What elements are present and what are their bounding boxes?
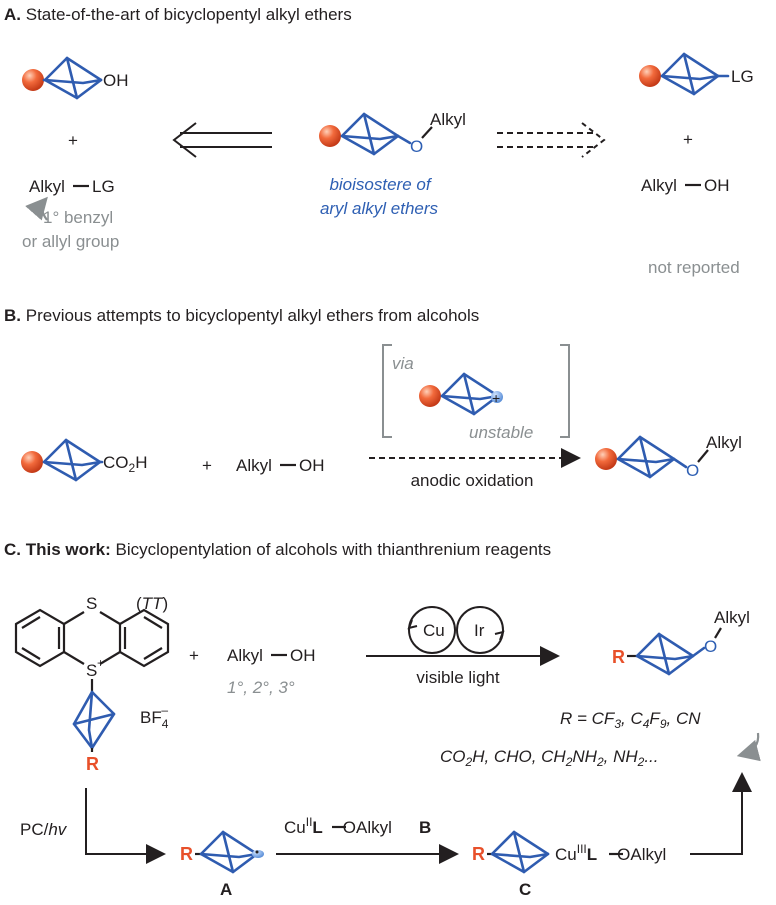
bcp-alcohol-structure: OH bbox=[22, 56, 129, 100]
not-reported-note: not reported bbox=[648, 258, 740, 277]
curved-arrow-icon bbox=[25, 196, 48, 221]
hydroxyl-label: OH bbox=[103, 71, 129, 90]
alkyl-label: Alkyl bbox=[236, 456, 272, 475]
bcp-radical-a: R A bbox=[180, 830, 264, 899]
alcohol-class-note: 1°, 2°, 3° bbox=[227, 678, 295, 697]
pc-hv-arrow-icon bbox=[85, 788, 166, 864]
cation-orbital-icon bbox=[491, 391, 503, 403]
r-group-label: R bbox=[612, 647, 625, 667]
alkyl-label: Alkyl bbox=[714, 608, 750, 627]
carboxylic-acid-label: CO2H bbox=[103, 453, 147, 475]
positive-charge-label: + bbox=[97, 656, 104, 670]
leaving-group-label: LG bbox=[92, 177, 115, 196]
alkyl-label: Alkyl bbox=[29, 177, 65, 196]
derivatives-list: CO2H, CHO, CH2NH2, NH2... bbox=[440, 747, 658, 769]
cation-intermediate: via + unstable bbox=[382, 344, 570, 442]
hydroxyl-label: OH bbox=[704, 176, 730, 195]
substituent-ball-icon bbox=[595, 448, 617, 470]
r-group-label: R bbox=[86, 754, 99, 774]
unstable-label: unstable bbox=[469, 423, 533, 442]
target-ether-structure: O Alkyl bbox=[319, 110, 466, 156]
alkyl-label: Alkyl bbox=[430, 110, 466, 129]
section-a: A. State-of-the-art of bicyclopentyl alk… bbox=[4, 5, 754, 277]
alkyl-oh-reagent: Alkyl OH bbox=[641, 176, 730, 195]
sulfur-label: S bbox=[86, 594, 97, 613]
dashed-arrow-icon bbox=[497, 122, 606, 158]
r-group-label: R bbox=[472, 844, 485, 864]
r-group-definition: R = CF3, C4F9, CN bbox=[560, 709, 701, 731]
alcohol-reagent: Alkyl OH bbox=[227, 646, 316, 665]
section-a-heading: A. State-of-the-art of bicyclopentyl alk… bbox=[4, 5, 352, 24]
alkyl-lg-reagent: Alkyl LG bbox=[29, 177, 115, 196]
visible-light-label: visible light bbox=[416, 668, 499, 687]
retro-arrow-icon bbox=[172, 122, 272, 158]
radical-dot-icon bbox=[255, 850, 259, 854]
anodic-oxidation-label: anodic oxidation bbox=[411, 471, 534, 490]
note-allyl: or allyl group bbox=[22, 232, 119, 251]
reductive-elimination-arrow-icon bbox=[690, 772, 752, 855]
hydroxyl-label: OH bbox=[299, 456, 325, 475]
bcp-lg-structure: LG bbox=[639, 52, 754, 96]
plus-sign: + bbox=[683, 130, 693, 149]
bioisostere-caption-line2: aryl alkyl ethers bbox=[320, 199, 439, 218]
thianthrenium-reagent-structure: (TT) S S + R BF4– bbox=[14, 594, 170, 774]
leaving-group-label: LG bbox=[731, 67, 754, 86]
substituent-ball-icon bbox=[319, 125, 341, 147]
tt-label: (TT) bbox=[136, 594, 168, 613]
substituent-ball-icon bbox=[22, 69, 44, 91]
copper-catalyst-label: Cu bbox=[423, 621, 445, 640]
alkyl-label: Alkyl bbox=[706, 433, 742, 452]
iridium-catalyst-label: Ir bbox=[474, 621, 485, 640]
section-b: B. Previous attempts to bicyclopentyl al… bbox=[4, 306, 742, 490]
bf4-counterion: BF4– bbox=[140, 703, 169, 731]
plus-sign: + bbox=[189, 646, 199, 665]
substituent-ball-icon bbox=[639, 65, 661, 87]
section-c-heading: C. This work: Bicyclopentylation of alco… bbox=[4, 540, 551, 559]
section-c: C. This work: Bicyclopentylation of alco… bbox=[4, 540, 761, 899]
section-b-heading: B. Previous attempts to bicyclopentyl al… bbox=[4, 306, 479, 325]
dual-catalyst-icon: Cu Ir bbox=[407, 606, 505, 654]
curved-arrow-icon bbox=[736, 732, 761, 762]
substituent-ball-icon bbox=[21, 451, 43, 473]
alkyl-label: Alkyl bbox=[227, 646, 263, 665]
bcp-acid-structure: CO2H bbox=[21, 438, 147, 482]
pc-hv-label: PC/hv bbox=[20, 820, 68, 839]
ether-oxygen-label: O bbox=[686, 461, 699, 480]
positive-charge-label: + bbox=[492, 390, 500, 406]
plus-sign: + bbox=[202, 456, 212, 475]
ether-oxygen-label: O bbox=[410, 137, 423, 156]
sulfonium-label: S bbox=[86, 661, 97, 680]
via-label: via bbox=[392, 354, 414, 373]
ether-product-structure: O Alkyl bbox=[595, 433, 742, 480]
note-benzyl: 1° benzyl bbox=[43, 208, 113, 227]
alcohol-reagent: Alkyl OH bbox=[236, 456, 325, 475]
r-bcp-ether-product: R O Alkyl bbox=[612, 608, 750, 676]
intermediate-label-c: C bbox=[519, 880, 531, 899]
ether-oxygen-label: O bbox=[704, 637, 717, 656]
r-group-label: R bbox=[180, 844, 193, 864]
hydroxyl-label: OH bbox=[290, 646, 316, 665]
intermediate-label-a: A bbox=[220, 880, 232, 899]
bioisostere-caption: bioisostere of bbox=[329, 175, 432, 194]
substituent-ball-icon bbox=[419, 385, 441, 407]
plus-sign: + bbox=[68, 131, 78, 150]
radical-orbital-icon bbox=[252, 850, 264, 858]
intermediate-label-b: B bbox=[419, 818, 431, 837]
alkyl-label: Alkyl bbox=[641, 176, 677, 195]
